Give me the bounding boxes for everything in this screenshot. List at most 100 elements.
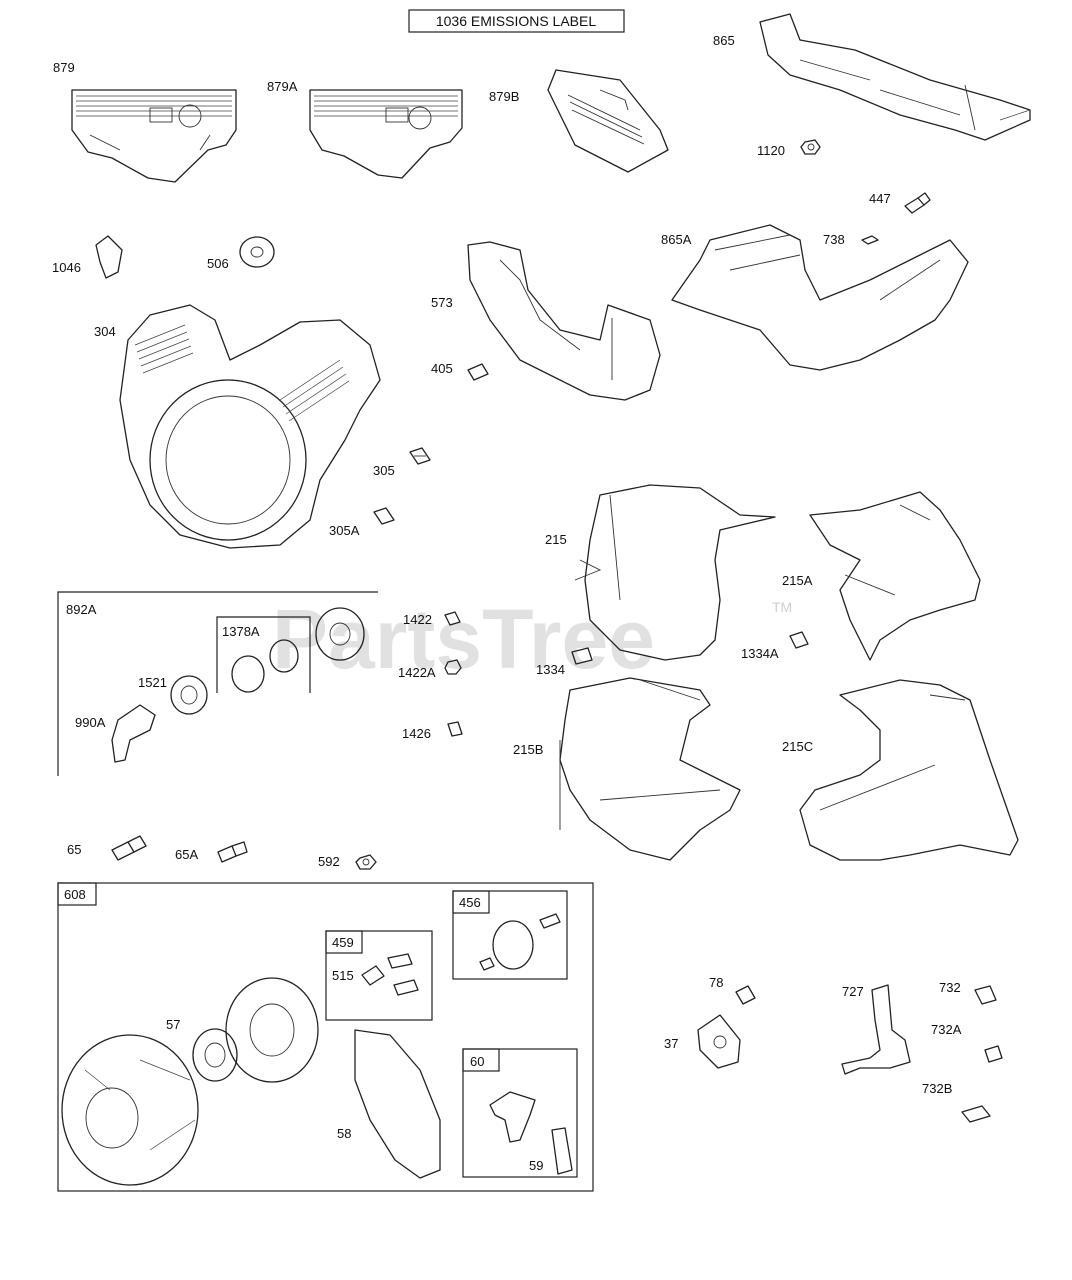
part-892A-gear-drawing <box>315 607 365 661</box>
part-879B-drawing <box>547 69 669 173</box>
part-865A-drawing <box>671 224 969 371</box>
callout-592: 592 <box>318 854 340 869</box>
kit-892A-box: 892A <box>57 591 378 776</box>
callout-78: 78 <box>709 975 723 990</box>
kit-608-label: 608 <box>64 887 86 902</box>
part-305A-drawing <box>373 507 395 525</box>
part-506-drawing <box>239 236 275 268</box>
part-65-drawing <box>111 835 147 861</box>
kit-892A-label: 892A <box>66 602 97 617</box>
part-608-rewind-cover-drawing <box>61 1034 199 1186</box>
callout-879B: 879B <box>489 89 519 104</box>
callout-304: 304 <box>94 324 116 339</box>
callout-990A: 990A <box>75 715 106 730</box>
callout-879A: 879A <box>267 79 298 94</box>
part-1334-drawing <box>571 647 593 665</box>
callout-1422A: 1422A <box>398 665 436 680</box>
watermark-trademark: TM <box>772 599 792 615</box>
callout-865: 865 <box>713 33 735 48</box>
part-459-pawl-drawing <box>387 953 419 996</box>
part-447-drawing <box>904 192 931 214</box>
callout-58: 58 <box>337 1126 351 1141</box>
part-65A-drawing <box>217 841 248 863</box>
callout-1334: 1334 <box>536 662 565 677</box>
callout-59: 59 <box>529 1158 543 1173</box>
callout-1046: 1046 <box>52 260 81 275</box>
part-405-drawing <box>467 363 489 381</box>
callout-305: 305 <box>373 463 395 478</box>
callout-865A: 865A <box>661 232 692 247</box>
kit-1378A-label: 1378A <box>222 624 260 639</box>
kit-60-box: 60 <box>462 1048 578 1178</box>
part-215C-drawing <box>799 679 1019 861</box>
callout-506: 506 <box>207 256 229 271</box>
part-58-drawing <box>354 1029 441 1179</box>
emissions-label-text: 1036 EMISSIONS LABEL <box>436 13 597 29</box>
part-60-drawing <box>489 1091 536 1143</box>
part-732A-drawing <box>984 1045 1003 1063</box>
watermark-text: PartsTree <box>272 592 655 686</box>
part-990A-drawing <box>111 704 156 763</box>
callout-305A: 305A <box>329 523 360 538</box>
part-1334A-drawing <box>789 631 809 649</box>
kit-1378A-box: 1378A <box>216 616 311 693</box>
part-callouts: 879 879A 879B 865 1120 447 1046 506 304 … <box>52 33 962 1173</box>
part-573-drawing <box>467 241 661 401</box>
part-37-drawing <box>697 1014 741 1069</box>
callout-1426: 1426 <box>402 726 431 741</box>
part-732-drawing <box>974 985 997 1005</box>
callout-215C: 215C <box>782 739 813 754</box>
callout-1120: 1120 <box>757 143 785 158</box>
part-456-drawing <box>479 913 561 971</box>
part-879A-drawing <box>309 89 463 179</box>
kit-608-box: 608 <box>57 882 594 1192</box>
callout-57: 57 <box>166 1017 180 1032</box>
callout-573: 573 <box>431 295 453 310</box>
part-1521-drawing <box>170 675 208 715</box>
part-738-drawing <box>861 235 879 245</box>
part-78-drawing <box>735 985 756 1005</box>
part-515-drawing <box>361 965 385 986</box>
kit-456-box: 456 <box>452 890 568 980</box>
callout-215: 215 <box>545 532 567 547</box>
part-215-drawing <box>574 484 776 661</box>
part-pulley-drawing <box>225 977 319 1083</box>
part-1422-drawing <box>444 611 461 626</box>
part-865-drawing <box>759 13 1031 141</box>
part-592-drawing <box>355 854 377 870</box>
part-304-drawing <box>119 304 381 549</box>
callout-447: 447 <box>869 191 891 206</box>
part-1426-drawing <box>447 721 463 737</box>
kit-459-label: 459 <box>332 935 354 950</box>
part-1120-drawing <box>800 139 821 155</box>
part-727-drawing <box>841 984 911 1075</box>
part-215B-drawing <box>559 677 741 861</box>
kit-459-box: 459 <box>325 930 433 1021</box>
callout-215B: 215B <box>513 742 543 757</box>
emissions-label-header: 1036 EMISSIONS LABEL <box>408 9 625 33</box>
callout-1422: 1422 <box>403 612 432 627</box>
callout-65: 65 <box>67 842 81 857</box>
part-1378A-drawing <box>231 639 299 693</box>
part-732B-drawing <box>961 1105 991 1123</box>
callout-879: 879 <box>53 60 75 75</box>
callout-732A: 732A <box>931 1022 962 1037</box>
part-879-drawing <box>71 89 237 183</box>
callout-738: 738 <box>823 232 845 247</box>
callout-215A: 215A <box>782 573 813 588</box>
watermark: PartsTree TM <box>272 592 792 686</box>
kit-456-label: 456 <box>459 895 481 910</box>
part-57-drawing <box>192 1028 238 1082</box>
part-1046-drawing <box>95 235 123 279</box>
kit-60-label: 60 <box>470 1054 484 1069</box>
callout-1521: 1521 <box>138 675 167 690</box>
callout-727: 727 <box>842 984 864 999</box>
callout-732B: 732B <box>922 1081 952 1096</box>
callout-1334A: 1334A <box>741 646 779 661</box>
callout-65A: 65A <box>175 847 198 862</box>
part-215A-drawing <box>809 491 981 661</box>
callout-515: 515 <box>332 968 354 983</box>
callout-405: 405 <box>431 361 453 376</box>
callout-732: 732 <box>939 980 961 995</box>
